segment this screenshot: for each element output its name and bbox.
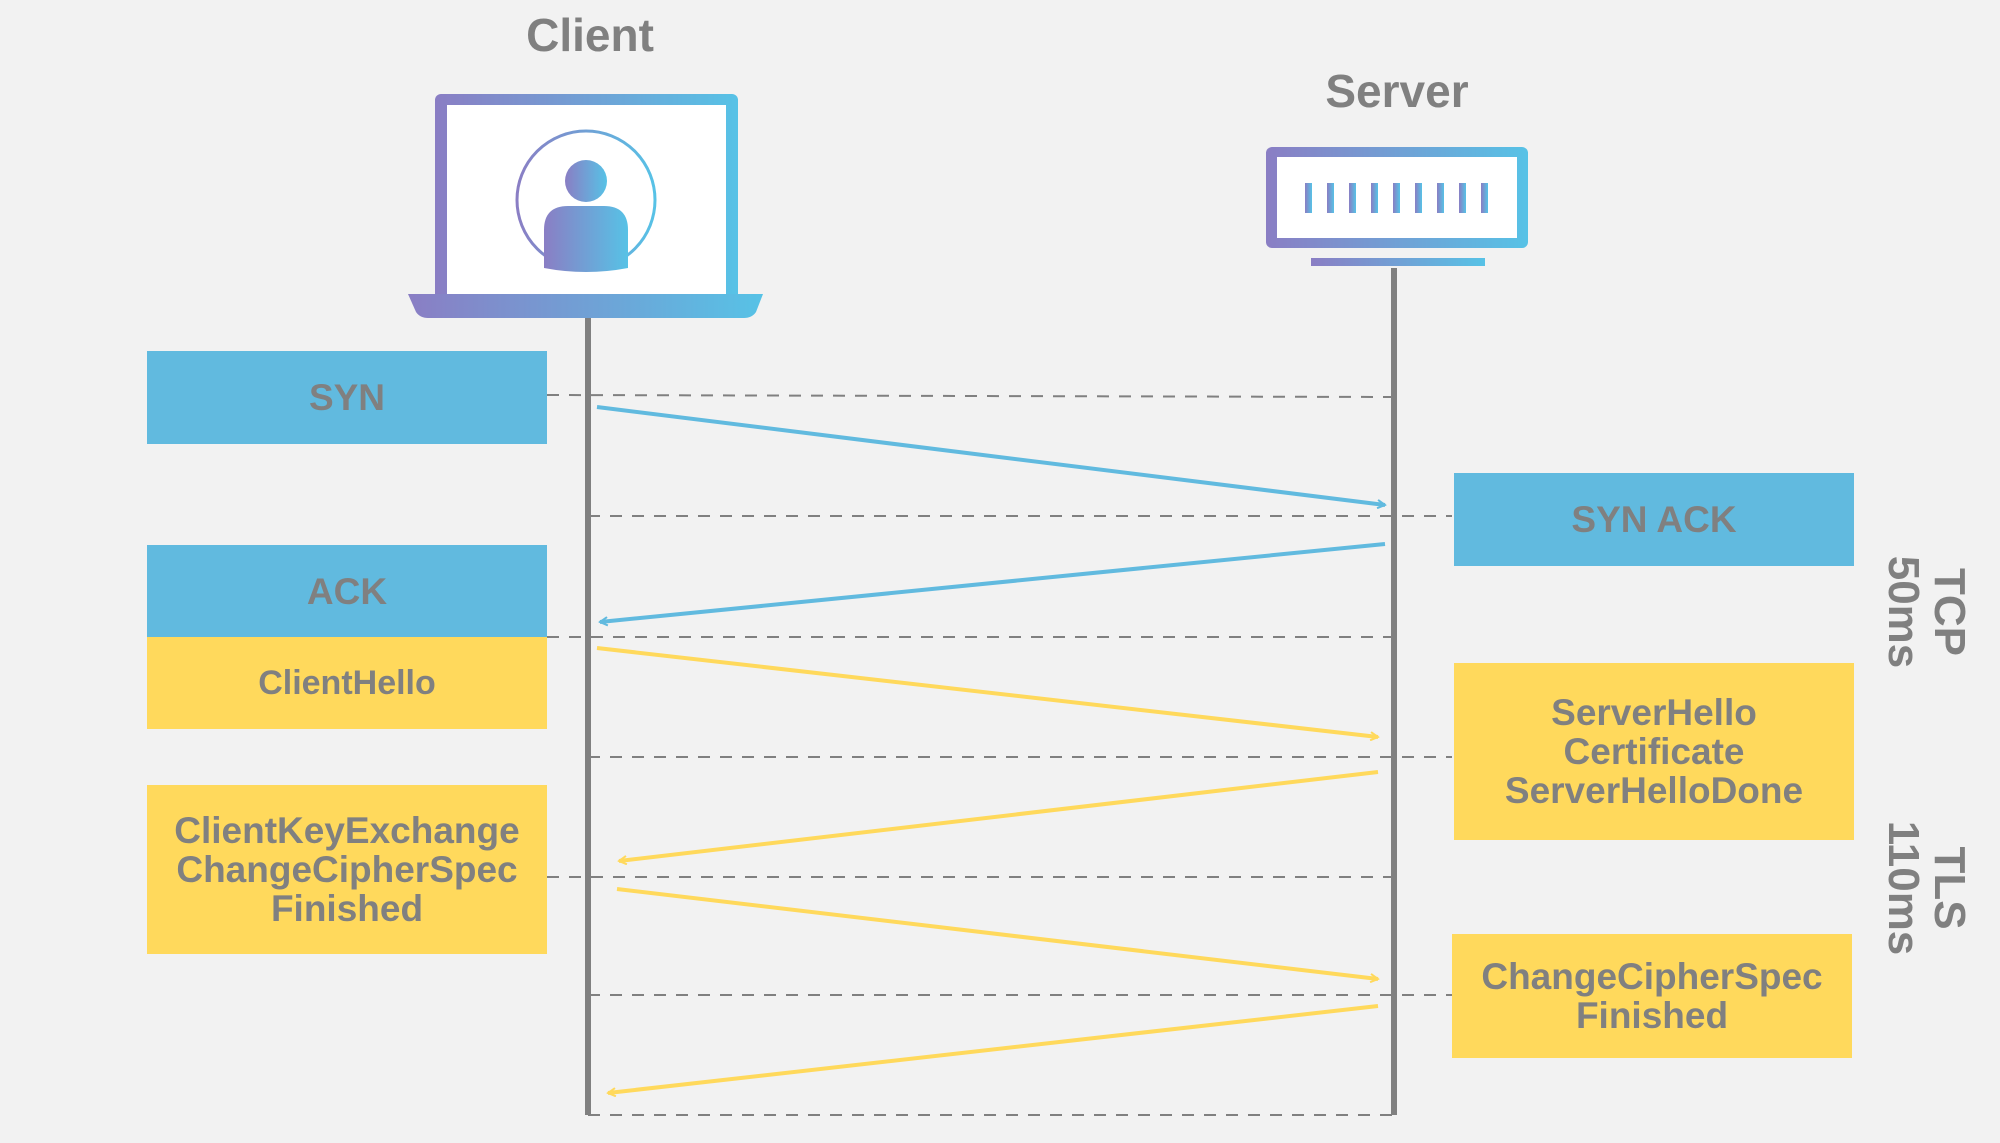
client-title: Client (526, 9, 654, 61)
tls-phase-name: TLS (1925, 846, 1974, 930)
user-icon (515, 129, 657, 272)
arrow-client-hello (596, 646, 1378, 737)
arrow-client-key-exchange (616, 887, 1378, 979)
server-finished-label: Finished (1575, 995, 1729, 1036)
certificate-label: Certificate (1563, 731, 1745, 772)
server-title: Server (1325, 65, 1469, 117)
client-key-exchange-message-box: ClientKeyExchange ChangeCipherSpec Finis… (147, 785, 547, 954)
server-finished-message-box: ChangeCipherSpec Finished (1452, 934, 1852, 1058)
client-finished-label: Finished (270, 888, 424, 929)
arrow-syn (596, 405, 1385, 505)
syn-label: SYN (308, 377, 386, 418)
arrow-syn-ack (600, 542, 1386, 622)
client-key-exchange-label: ClientKeyExchange (174, 810, 520, 851)
client-hello-label: ClientHello (258, 663, 436, 702)
server-hello-done-label: ServerHelloDone (1504, 770, 1804, 811)
tls-phase-duration: 110ms (1879, 820, 1928, 956)
syn-ack-label: SYN ACK (1571, 499, 1737, 540)
ack-label: ACK (306, 570, 388, 612)
server-change-cipher-spec-label: ChangeCipherSpec (1481, 956, 1823, 997)
syn-message-box: SYN (147, 351, 547, 444)
tls-phase-label: TLS 110ms (1879, 788, 1974, 988)
ack-message-box: ACK (147, 545, 547, 637)
server-rack-icon (1266, 147, 1528, 266)
syn-ack-message-box: SYN ACK (1454, 473, 1854, 566)
client-hello-message-box: ClientHello (147, 637, 547, 729)
arrow-server-hello (619, 770, 1379, 861)
tcp-phase-duration: 50ms (1879, 555, 1928, 669)
server-hello-label: ServerHello (1551, 692, 1757, 733)
dashed-guides (546, 394, 1452, 1116)
tcp-phase-name: TCP (1925, 568, 1974, 656)
tcp-phase-label: TCP 50ms (1879, 512, 1974, 712)
arrow-server-finished (608, 1004, 1379, 1093)
server-hello-message-box: ServerHello Certificate ServerHelloDone (1454, 663, 1854, 840)
client-change-cipher-spec-label: ChangeCipherSpec (176, 849, 518, 890)
